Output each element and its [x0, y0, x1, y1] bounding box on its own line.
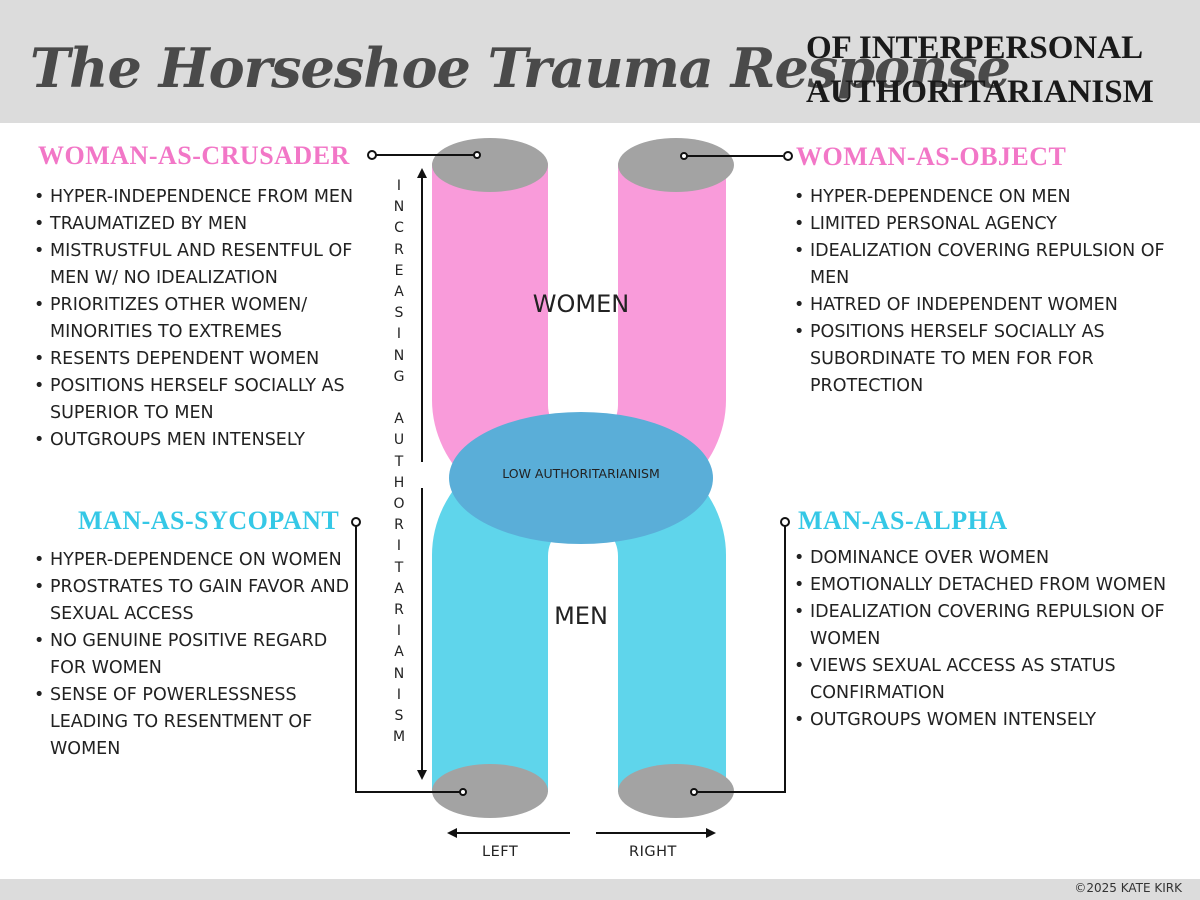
cap-bottom-right — [618, 764, 734, 818]
left-label: LEFT — [482, 844, 519, 860]
axis-letter: M — [392, 729, 408, 746]
axis-letter: N — [393, 347, 407, 364]
axis-letter: S — [394, 708, 406, 725]
man-as-alpha-list: DOMINANCE OVER WOMEN EMOTIONALLY DETACHE… — [790, 545, 1185, 734]
axis-letter: S — [394, 305, 406, 322]
list-item: HYPER-DEPENDENCE ON MEN — [790, 184, 1185, 211]
axis-spacer — [388, 388, 412, 409]
man-as-alpha-heading: MAN-AS-ALPHA — [798, 506, 1008, 535]
list-item: OUTGROUPS WOMEN INTENSELY — [790, 707, 1185, 734]
connector-man-sycopant — [355, 522, 465, 793]
axis-letter: I — [396, 538, 404, 555]
list-item: TRAUMATIZED BY MEN — [30, 211, 390, 238]
connector-man-alpha — [694, 522, 786, 793]
title-line-1: OF INTERPERSONAL — [806, 30, 1144, 66]
list-item: HYPER-INDEPENDENCE FROM MEN — [30, 184, 390, 211]
axis-letter: R — [394, 241, 406, 258]
woman-as-object-list: HYPER-DEPENDENCE ON MEN LIMITED PERSONAL… — [790, 184, 1185, 400]
title-line-2: AUTHORITARIANISM — [806, 74, 1154, 110]
axis-letter: R — [394, 517, 406, 534]
list-item: SENSE OF POWERLESSNESS LEADING TO RESENT… — [30, 682, 350, 763]
women-label: WOMEN — [533, 290, 629, 318]
center-label: LOW AUTHORITARIANISM — [502, 466, 660, 481]
axis-letter: C — [394, 220, 406, 237]
copyright: ©2025 KATE KIRK — [1074, 881, 1182, 895]
axis-letter: N — [393, 665, 407, 682]
list-item: NO GENUINE POSITIVE REGARD FOR WOMEN — [30, 628, 350, 682]
axis-letter: A — [394, 644, 406, 661]
axis-letter: I — [396, 623, 404, 640]
list-item: POSITIONS HERSELF SOCIALLY AS SUPERIOR T… — [30, 373, 390, 427]
cap-top-right — [618, 138, 734, 192]
axis-letter: A — [394, 411, 406, 428]
title-block: OF INTERPERSONAL AUTHORITARIANISM — [806, 26, 1186, 114]
list-item: HATRED OF INDEPENDENT WOMEN — [790, 292, 1185, 319]
footer-bar: ©2025 KATE KIRK — [0, 879, 1200, 900]
axis-letter: G — [393, 368, 407, 385]
list-item: HYPER-DEPENDENCE ON WOMEN — [30, 547, 350, 574]
list-item: EMOTIONALLY DETACHED FROM WOMEN — [790, 572, 1185, 599]
axis-letter: A — [394, 284, 406, 301]
cap-bottom-left — [432, 764, 548, 818]
axis-letter: I — [396, 178, 404, 194]
axis-letter: O — [393, 496, 407, 513]
list-item: IDEALIZATION COVERING REPULSION OF MEN — [790, 238, 1185, 292]
right-label: RIGHT — [629, 844, 677, 860]
list-item: PROSTRATES TO GAIN FAVOR AND SEXUAL ACCE… — [30, 574, 350, 628]
axis-letter: R — [394, 602, 406, 619]
list-item: RESENTS DEPENDENT WOMEN — [30, 346, 390, 373]
axis-letter: I — [396, 686, 404, 703]
list-item: OUTGROUPS MEN INTENSELY — [30, 427, 390, 454]
axis-letter: T — [394, 559, 406, 576]
men-label: MEN — [554, 602, 608, 630]
low-authoritarianism-ellipse — [449, 412, 713, 544]
man-as-sycopant-list: HYPER-DEPENDENCE ON WOMEN PROSTRATES TO … — [30, 547, 350, 763]
list-item: LIMITED PERSONAL AGENCY — [790, 211, 1185, 238]
axis-letter: U — [393, 432, 407, 449]
list-item: VIEWS SEXUAL ACCESS AS STATUS CONFIRMATI… — [790, 653, 1185, 707]
axis-letter: T — [394, 453, 406, 470]
axis-letter: A — [394, 580, 406, 597]
list-item: PRIORITIZES OTHER WOMEN/ MINORITIES TO E… — [30, 292, 390, 346]
woman-as-object-heading: WOMAN-AS-OBJECT — [796, 142, 1067, 171]
man-as-sycopant-heading: MAN-AS-SYCOPANT — [78, 506, 340, 535]
axis-letter: E — [394, 262, 406, 279]
woman-as-crusader-heading: WOMAN-AS-CRUSADER — [38, 141, 350, 170]
woman-as-crusader-list: HYPER-INDEPENDENCE FROM MEN TRAUMATIZED … — [30, 184, 390, 454]
list-item: POSITIONS HERSELF SOCIALLY AS SUBORDINAT… — [790, 319, 1185, 400]
header-banner: The Horseshoe Trauma Response OF INTERPE… — [0, 0, 1200, 123]
axis-letter: H — [393, 474, 407, 491]
axis-letter: N — [393, 199, 407, 216]
cap-top-left — [432, 138, 548, 192]
list-item: IDEALIZATION COVERING REPULSION OF WOMEN — [790, 599, 1185, 653]
axis-letter: I — [396, 326, 404, 343]
list-item: DOMINANCE OVER WOMEN — [790, 545, 1185, 572]
list-item: MISTRUSTFUL AND RESENTFUL OF MEN W/ NO I… — [30, 238, 390, 292]
